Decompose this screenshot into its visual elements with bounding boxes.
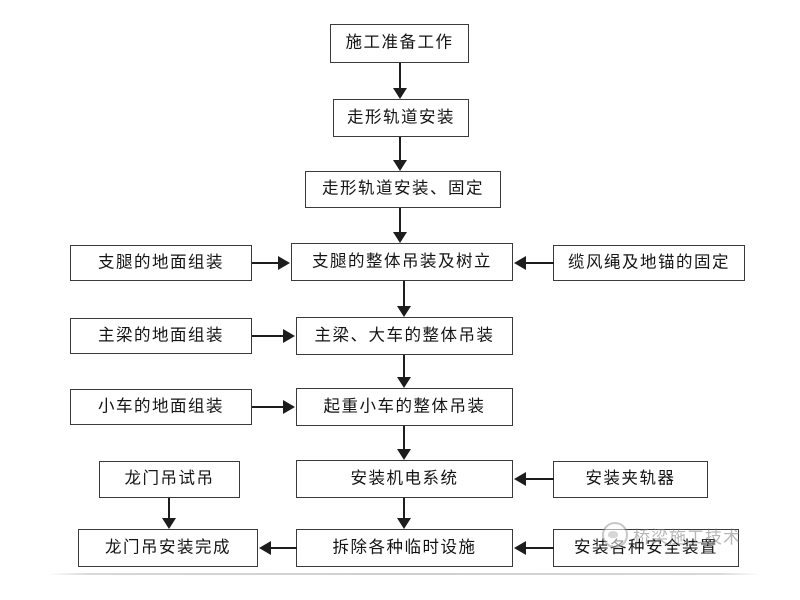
edge-rail-clamp-to-electromechanical [526, 478, 554, 480]
edge-trolley-hoist-to-electromechanical [403, 426, 405, 450]
flow-node-label: 主梁、大车的整体吊装 [314, 326, 495, 345]
flow-node-label: 缆风绳及地锚的固定 [568, 253, 730, 272]
flow-node-label: 走形轨道安装 [347, 108, 455, 127]
edge-arrowhead-right [283, 400, 295, 414]
flow-node-label: 安装夹轨器 [585, 469, 676, 488]
edge-girder-hoist-to-trolley-hoist [403, 355, 405, 378]
flow-node-label: 拆除各种临时设施 [332, 538, 477, 557]
flow-node-track-install-fix[interactable]: 走形轨道安装、固定 [305, 171, 501, 208]
flow-node-label: 支腿的地面组装 [98, 253, 224, 272]
edge-arrowhead-right [283, 329, 295, 343]
flow-node-label: 起重小车的整体吊装 [323, 397, 486, 416]
edge-arrowhead-left [514, 472, 526, 486]
flow-node-label: 龙门吊试吊 [124, 469, 215, 488]
edge-arrowhead-down [397, 449, 411, 460]
flow-node-crane-trolley-hoisting[interactable]: 起重小车的整体吊装 [296, 388, 513, 426]
flow-node-install-safety-devices[interactable]: 安装各种安全装置 [553, 529, 739, 567]
edge-arrowhead-left [259, 541, 271, 555]
edge-safety-devices-to-remove-temp [526, 547, 554, 549]
footer-divider [48, 573, 760, 575]
flow-node-label: 安装各种安全装置 [574, 538, 718, 557]
edge-leg-assembly-to-leg-hoist [252, 262, 279, 264]
edge-arrowhead-down [393, 232, 407, 243]
edge-arrowhead-down [393, 88, 407, 99]
flow-node-electromechanical-system[interactable]: 安装机电系统 [296, 460, 513, 498]
edge-arrowhead-down [162, 518, 176, 529]
edge-trial-lift-to-complete [168, 498, 170, 519]
edge-arrowhead-down [397, 518, 411, 529]
flow-node-remove-temporary-facilities[interactable]: 拆除各种临时设施 [296, 529, 513, 567]
flow-node-install-rail-clamp[interactable]: 安装夹轨器 [553, 461, 708, 498]
flow-node-girder-trolley-hoisting[interactable]: 主梁、大车的整体吊装 [296, 317, 513, 355]
edge-arrowhead-down [397, 306, 411, 317]
edge-preparation-to-track [399, 63, 401, 89]
edge-remove-temp-to-complete [270, 547, 297, 549]
edge-guy-rope-to-leg-hoist [526, 262, 554, 264]
edge-leg-hoist-to-girder-hoist [403, 281, 405, 307]
flow-node-trolley-ground-assembly[interactable]: 小车的地面组装 [70, 389, 252, 425]
edge-track-to-track-fix [399, 137, 401, 161]
flow-node-label: 走形轨道安装、固定 [322, 179, 484, 198]
edge-electromechanical-to-remove-temp [403, 498, 405, 519]
flow-node-gantry-trial-lift[interactable]: 龙门吊试吊 [99, 461, 240, 498]
flow-node-label: 安装机电系统 [350, 469, 459, 488]
edge-arrowhead-left [514, 541, 526, 555]
flow-node-preparation[interactable]: 施工准备工作 [330, 24, 469, 63]
flow-node-girder-ground-assembly[interactable]: 主梁的地面组装 [70, 318, 252, 354]
edge-track-fix-to-leg-hoist [399, 208, 401, 233]
flow-node-label: 龙门吊安装完成 [105, 538, 231, 557]
edge-trolley-assembly-to-trolley-hoist [252, 406, 284, 408]
flow-node-label: 主梁的地面组装 [98, 326, 224, 345]
edge-arrowhead-left [514, 256, 526, 270]
flow-node-label: 支腿的整体吊装及树立 [312, 252, 492, 271]
flow-node-label: 施工准备工作 [345, 33, 454, 52]
edge-arrowhead-down [393, 160, 407, 171]
flow-node-gantry-installation-complete[interactable]: 龙门吊安装完成 [78, 529, 258, 567]
flow-node-label: 小车的地面组装 [98, 397, 224, 416]
edge-arrowhead-right [278, 256, 290, 270]
edge-arrowhead-down [397, 377, 411, 388]
flow-node-track-installation[interactable]: 走形轨道安装 [333, 99, 469, 137]
edge-girder-assembly-to-girder-hoist [252, 335, 284, 337]
flow-node-guy-rope-anchor-fixing[interactable]: 缆风绳及地锚的固定 [553, 245, 745, 281]
flow-node-leg-ground-assembly[interactable]: 支腿的地面组装 [70, 245, 252, 281]
flow-node-leg-hoisting-erection[interactable]: 支腿的整体吊装及树立 [291, 243, 513, 281]
